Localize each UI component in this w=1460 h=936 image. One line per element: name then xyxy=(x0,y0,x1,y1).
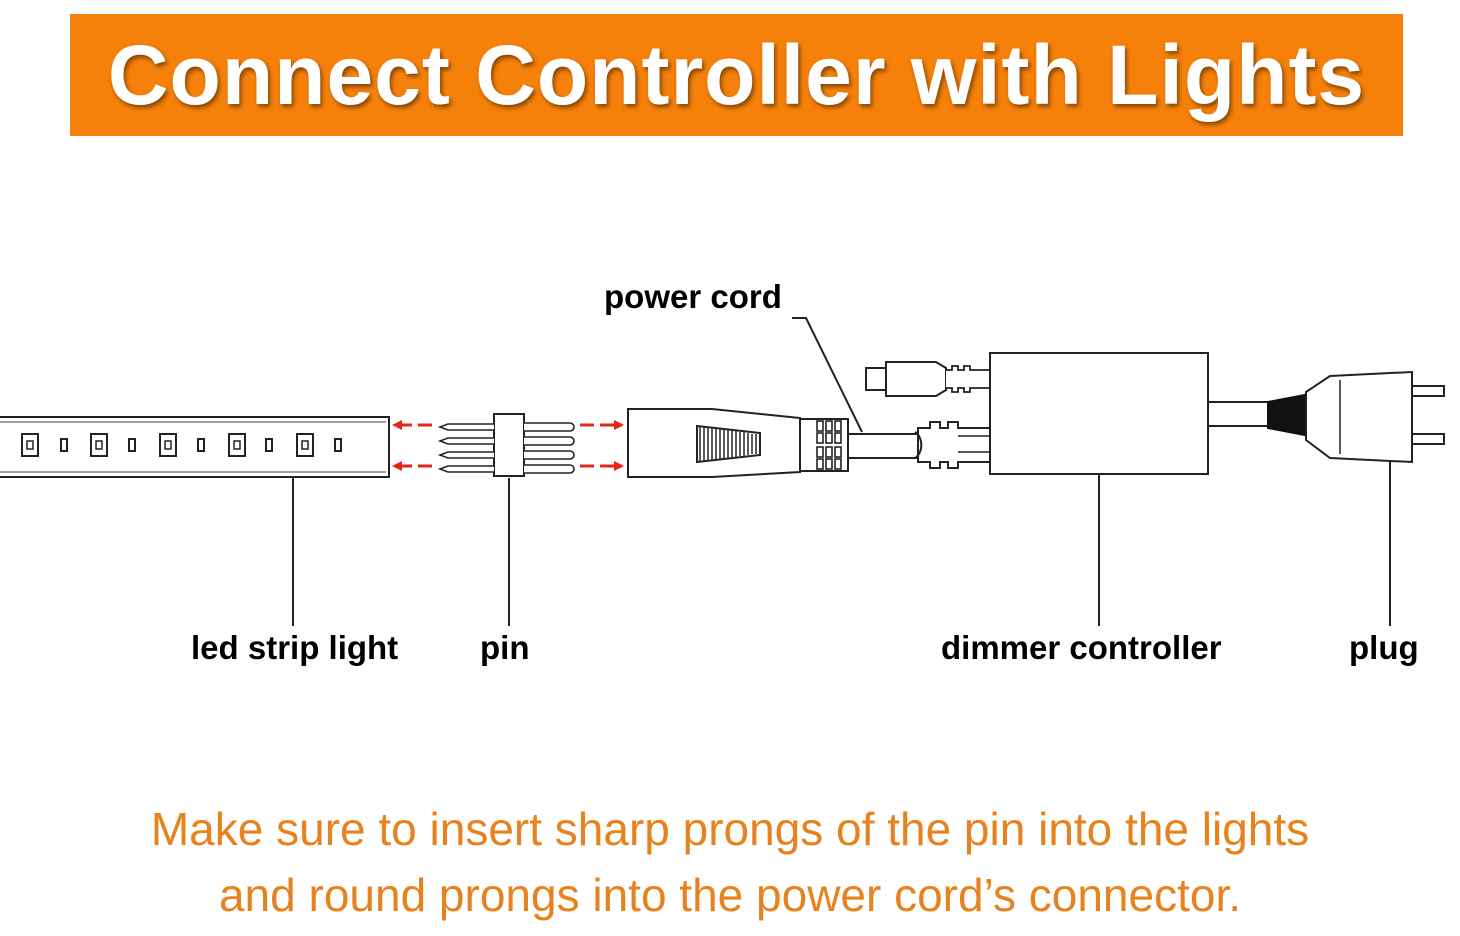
power-cord-connector xyxy=(627,408,849,478)
title-banner: Connect Controller with Lights xyxy=(70,14,1403,136)
plug-label: plug xyxy=(1349,629,1419,666)
dimmer-controller xyxy=(989,352,1209,475)
double-red-arrow-icon xyxy=(392,420,624,471)
page-title: Connect Controller with Lights xyxy=(107,27,1366,122)
instruction-note: Make sure to insert sharp prongs of the … xyxy=(0,796,1460,928)
receiver-jack xyxy=(865,361,991,397)
four-prong-pin-icon xyxy=(437,413,575,477)
instruction-line-2: and round prongs into the power cord’s c… xyxy=(218,869,1242,921)
led-chip-icon xyxy=(21,433,342,457)
pin-label: pin xyxy=(480,629,530,666)
led-strip-label: led strip light xyxy=(191,629,399,666)
two-prong-plug-icon xyxy=(1208,370,1445,464)
power-cord-cable xyxy=(848,421,991,469)
led-strip-light xyxy=(0,416,390,478)
power-cord-label: power cord xyxy=(604,278,782,315)
power-cord-leader xyxy=(792,317,863,433)
dimmer-controller-label: dimmer controller xyxy=(941,629,1222,666)
leader-lines xyxy=(292,317,1391,626)
instruction-line-1: Make sure to insert sharp prongs of the … xyxy=(150,803,1310,855)
